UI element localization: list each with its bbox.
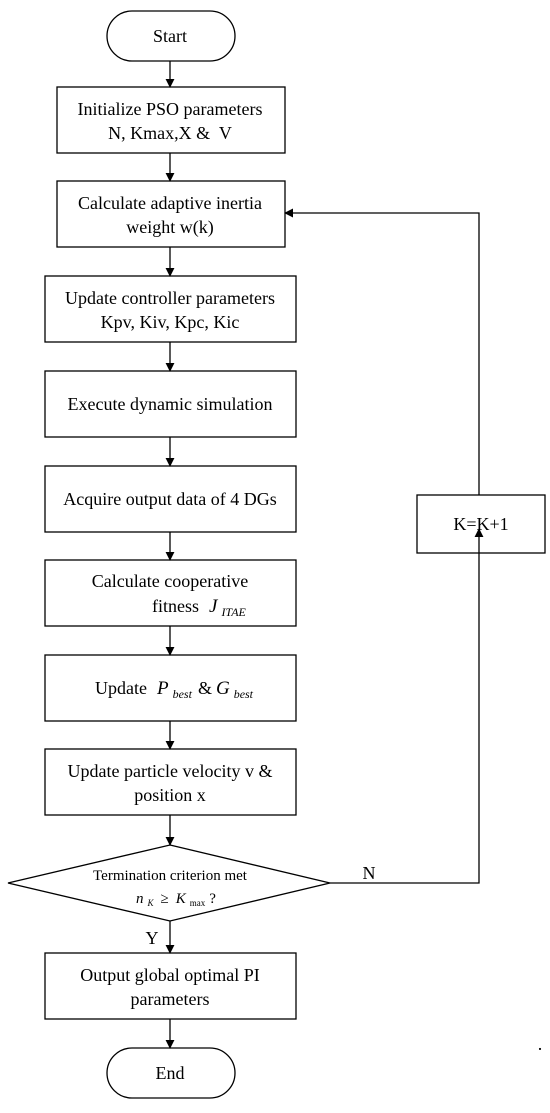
inertia-label-line1: Calculate adaptive inertia <box>78 193 262 213</box>
init-label-line2: N, Kmax,X & V <box>108 123 232 143</box>
fitness-box <box>44 559 297 627</box>
update-controller-label-line1: Update controller parameters <box>65 288 275 308</box>
inertia-label-line2: weight w(k) <box>126 217 213 238</box>
arrow-increment-inertia <box>284 208 480 495</box>
velocity-label-line1: Update particle velocity v & <box>68 761 273 781</box>
best-label: Update P best & G best <box>95 678 254 702</box>
decision-label-line1: Termination criterion met <box>93 868 248 884</box>
output-box <box>44 952 297 1020</box>
start-terminator <box>106 10 236 62</box>
increment-label: K=K+1 <box>453 514 508 534</box>
no-label: N <box>363 863 376 883</box>
init-label-line1: Initialize PSO parameters <box>78 99 263 119</box>
end-label: End <box>156 1063 185 1083</box>
decision-label-line2: n K ≥ K max ? <box>136 890 216 910</box>
init-box <box>56 86 286 154</box>
pbest-symbol: P <box>156 678 169 699</box>
output-label-line1: Output global optimal PI <box>80 965 260 985</box>
fitness-label-line2: fitness J ITAE <box>152 596 247 619</box>
update-controller-label-line2: Kpv, Kiv, Kpc, Kic <box>101 312 240 332</box>
simulation-label: Execute dynamic simulation <box>68 394 273 414</box>
fitness-label-line1: Calculate cooperative <box>92 571 248 591</box>
increment-box <box>416 494 546 554</box>
arrow-decision-increment <box>330 528 484 884</box>
fitness-subscript: ITAE <box>220 605 246 619</box>
gbest-symbol: G <box>216 678 230 699</box>
output-label-line2: parameters <box>131 989 210 1009</box>
update-controller-box <box>44 275 297 343</box>
stray-dot: . <box>538 1034 543 1054</box>
fitness-symbol: J <box>209 596 219 617</box>
acquire-label: Acquire output data of 4 DGs <box>63 489 276 509</box>
start-label: Start <box>153 26 187 46</box>
velocity-label-line2: position x <box>134 785 206 805</box>
yes-label: Y <box>146 928 159 948</box>
inertia-box <box>56 180 286 248</box>
velocity-box <box>44 748 297 816</box>
